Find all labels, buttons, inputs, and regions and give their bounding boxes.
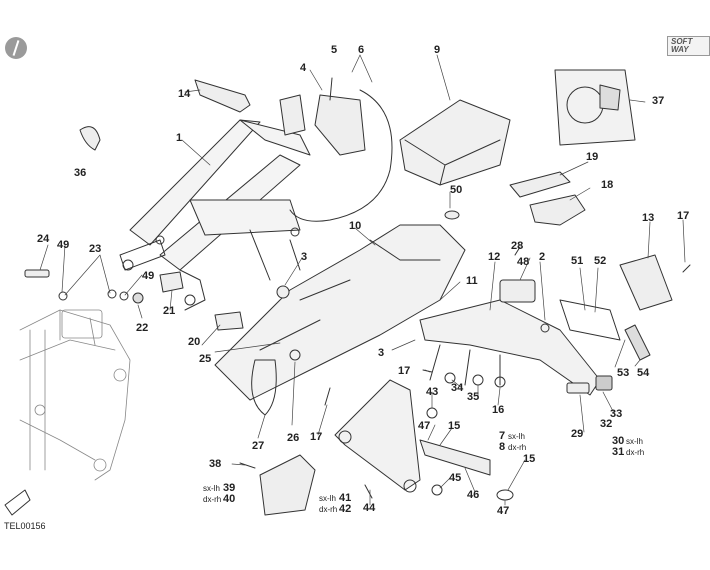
- pouch-18-drawing: [529, 194, 586, 226]
- part-label: 17: [398, 365, 411, 377]
- washer-47-drawing: [496, 489, 514, 501]
- leader-lines: [39, 54, 686, 506]
- part-label: 50: [450, 184, 463, 196]
- part-label: 22: [136, 322, 149, 334]
- part-label: 15: [523, 453, 536, 465]
- part-label: 39: [223, 482, 236, 494]
- side-text: dx-rh: [626, 448, 645, 457]
- part-label: 13: [642, 212, 655, 224]
- battery-tray-drawing: [399, 99, 511, 186]
- part-label: 47: [418, 420, 431, 432]
- part-label: 9: [434, 44, 441, 56]
- side-text: sx-lh: [203, 484, 220, 493]
- part-label: 17: [677, 210, 690, 222]
- tail-support-drawing: [419, 279, 601, 396]
- part-label: 54: [637, 367, 650, 379]
- direction-arrow-icon: [4, 489, 31, 516]
- section-disc-icon: [5, 37, 27, 59]
- fasteners-drawing: [24, 77, 691, 499]
- side-text: dx-rh: [508, 443, 527, 452]
- part-label: 42: [339, 503, 352, 515]
- part-label: 6: [358, 44, 365, 56]
- part-label: 53: [617, 367, 630, 379]
- part-label: 43: [426, 386, 439, 398]
- part-label: 10: [349, 220, 362, 232]
- part-label: 20: [188, 336, 201, 348]
- side-text: sx-lh: [508, 432, 525, 441]
- part-label: 51: [571, 255, 584, 267]
- cable-drawing: [289, 89, 393, 222]
- footpeg-drawing: [419, 439, 491, 476]
- part-label: 25: [199, 353, 212, 365]
- part-label: 29: [571, 428, 584, 440]
- side-text: dx-rh: [319, 505, 338, 514]
- part-label: 17: [310, 431, 323, 443]
- part-label: 16: [492, 404, 505, 416]
- part-label: 37: [652, 95, 665, 107]
- plate-holder-drawing: [619, 254, 673, 311]
- part-label: 49: [57, 239, 70, 251]
- part-label: 40: [223, 493, 236, 505]
- part-label: 47: [497, 505, 510, 517]
- part-label: 48: [517, 256, 530, 268]
- footpeg-hanger-drawing: [334, 379, 421, 493]
- part-label: 21: [163, 305, 176, 317]
- part-label: 1: [176, 132, 183, 144]
- part-label: 19: [586, 151, 599, 163]
- part-label: 14: [178, 88, 191, 100]
- bracket-4-drawing: [314, 94, 366, 156]
- clip-36-drawing: [79, 126, 101, 151]
- drawing-code: TEL00156: [4, 521, 46, 531]
- part-label: 45: [449, 472, 462, 484]
- part-label: 4: [300, 62, 307, 74]
- part-label: 52: [594, 255, 607, 267]
- part-label: 12: [488, 251, 501, 263]
- part-label: 34: [451, 382, 464, 394]
- mudguard-drawing: [214, 224, 466, 401]
- soft-way-logo: SOFT WAY: [667, 36, 710, 56]
- main-frame-drawing: [19, 309, 131, 481]
- part-label: 15: [448, 420, 461, 432]
- part-label: 35: [467, 391, 480, 403]
- bracket-51-drawing: [559, 299, 621, 341]
- side-text: sx-lh: [626, 437, 643, 446]
- part-label: 41: [339, 492, 352, 504]
- part-label: 27: [252, 440, 265, 452]
- part-label: 3: [301, 251, 308, 263]
- part-label: 24: [37, 233, 50, 245]
- part-label: 31: [612, 446, 625, 458]
- part-label: 33: [610, 408, 623, 420]
- part-label: 7: [499, 430, 506, 442]
- part-label: 44: [363, 502, 376, 514]
- part-label: 30: [612, 435, 625, 447]
- part-label: 18: [601, 179, 614, 191]
- grommet-50-drawing: [444, 210, 460, 220]
- part-label: 2: [539, 251, 546, 263]
- relay-box-drawing: [554, 69, 636, 146]
- part-label: 3: [378, 347, 385, 359]
- part-label: 28: [511, 240, 524, 252]
- side-text: dx-rh: [203, 495, 222, 504]
- side-text: sx-lh: [319, 494, 336, 503]
- part-label: 11: [466, 275, 478, 287]
- part-label: 32: [600, 418, 613, 430]
- part-label: 23: [89, 243, 102, 255]
- part-label: 46: [467, 489, 480, 501]
- part-label: 8: [499, 441, 506, 453]
- rear-subframe-drawing: [119, 94, 311, 311]
- bracket-14-drawing: [194, 79, 251, 113]
- part-label: 49: [142, 270, 155, 282]
- part-label: 36: [74, 167, 87, 179]
- part-label: 26: [287, 432, 300, 444]
- pad-19-drawing: [509, 171, 571, 198]
- heel-guard-drawing: [259, 454, 316, 516]
- part-label: 38: [209, 458, 222, 470]
- reflector-54-drawing: [624, 324, 651, 361]
- part-label: 5: [331, 44, 338, 56]
